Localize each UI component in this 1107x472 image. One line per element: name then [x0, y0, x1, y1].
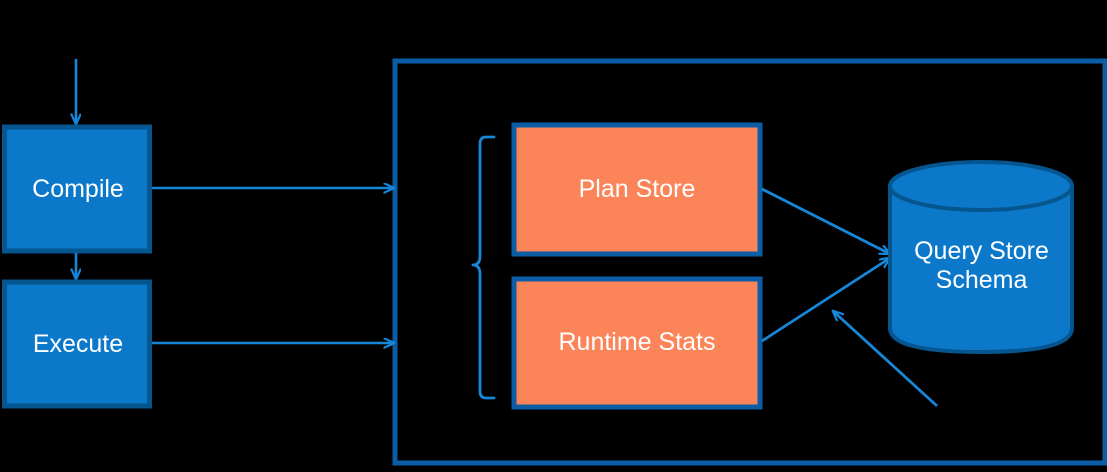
node-execute-label: Execute	[32, 330, 124, 359]
node-compile-label: Compile	[32, 175, 124, 204]
node-plan-store-label: Plan Store	[578, 174, 696, 203]
edge-plan-store-to-schema	[761, 187, 890, 254]
grouping-bracket	[471, 135, 496, 400]
node-runtime-stats-label: Runtime Stats	[558, 328, 716, 357]
edge-runtime-stats-to-schema	[761, 258, 890, 343]
node-query-store-schema-label: Query Store Schema	[914, 236, 1049, 295]
